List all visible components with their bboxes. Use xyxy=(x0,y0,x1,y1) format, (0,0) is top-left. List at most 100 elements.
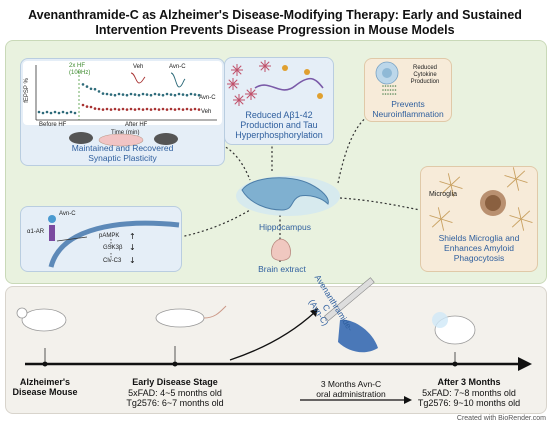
veh-point xyxy=(137,107,141,111)
avn-point xyxy=(113,93,117,97)
abeta-caption: Reduced Aβ1-42 Production and Tau Hyperp… xyxy=(225,110,333,140)
pampk-up-arrow: ↑ xyxy=(129,232,136,241)
brain-extract-label: Brain extract xyxy=(258,264,306,274)
ad-mouse-icon xyxy=(21,308,67,332)
cytokine-dot xyxy=(387,85,389,87)
cytokine-dot xyxy=(394,93,397,95)
avn-point xyxy=(165,92,169,96)
microglia-branch xyxy=(450,184,463,189)
veh-point xyxy=(125,108,129,111)
baseline-point xyxy=(37,110,41,114)
abeta-caption-line-3: Hyperphosphorylation xyxy=(235,130,323,140)
treatment-line-2: oral administration xyxy=(316,389,386,399)
microglia-branch xyxy=(509,215,522,220)
plaque-spike xyxy=(246,89,252,95)
treatment-label: 3 Months Avn-C oral administration xyxy=(292,379,410,399)
inflammation-caption-line-2: Neuroinflammation xyxy=(372,109,444,119)
microglia-branch xyxy=(440,210,451,220)
after-stage-title: After 3 Months xyxy=(437,377,501,387)
cytokine-dot xyxy=(384,89,387,91)
cytokine-line-2: Cytokine xyxy=(413,72,437,78)
after-stage-5xfad: 5xFAD: 7~8 months old xyxy=(422,387,516,398)
curved-arrow xyxy=(229,311,316,361)
microglia-branch xyxy=(515,178,520,191)
plaque-spike xyxy=(264,65,270,71)
timeline-tick-after xyxy=(452,361,458,367)
hippocampus-icon xyxy=(241,177,329,211)
avn-point xyxy=(141,92,145,96)
microglia-branch xyxy=(431,218,442,228)
cytokine-dot xyxy=(384,93,387,95)
cytokine-dot xyxy=(392,93,394,95)
title-line-2: Intervention Prevents Disease Progressio… xyxy=(95,23,455,37)
veh-point xyxy=(169,107,173,111)
signal-arrow xyxy=(56,236,88,242)
microglia-branch xyxy=(520,218,525,231)
avn-molecule-icon xyxy=(48,215,56,223)
signal-avn-label: Avn-C xyxy=(59,211,76,217)
plaque-spike xyxy=(260,61,266,67)
veh-point xyxy=(97,107,101,111)
microglia-branch xyxy=(450,176,461,186)
plaque-spike xyxy=(234,99,240,105)
baseline-point xyxy=(69,110,73,114)
cytokine-line-1: Reduced xyxy=(412,65,438,71)
ad-mouse-ear xyxy=(16,307,28,319)
veh-point xyxy=(141,108,145,111)
microglia-branch xyxy=(520,218,533,223)
plaque-spike xyxy=(260,65,266,71)
signal-gsk-label: GSK3β xyxy=(103,245,123,251)
avn-point xyxy=(121,93,125,96)
treatment-arrow-head xyxy=(404,396,412,404)
ad-mouse-label: Alzheimer's Disease Mouse xyxy=(6,377,84,397)
brain-tissue-icon xyxy=(271,238,291,261)
veh-point xyxy=(121,107,125,111)
inflammation-caption: Prevents Neuroinflammation xyxy=(365,99,451,119)
veh-series xyxy=(81,103,201,111)
plaque-spike xyxy=(232,69,238,75)
veh-point xyxy=(149,108,153,111)
microglia-branch xyxy=(515,170,526,180)
curved-arrow-head xyxy=(310,308,318,317)
baseline-point xyxy=(49,111,53,115)
avn-point xyxy=(97,90,101,93)
avn-trace-icon xyxy=(170,72,186,88)
cell-nucleus-icon xyxy=(382,68,392,78)
early-stage-tg2576: Tg2576: 6~7 months old xyxy=(126,398,224,408)
after-label: After HF xyxy=(125,122,148,128)
signal-receptor-label: α1-AR xyxy=(27,229,45,235)
veh-point xyxy=(81,103,85,107)
veh-point xyxy=(177,107,181,111)
veh-point xyxy=(181,108,185,111)
avn-point xyxy=(181,93,185,96)
hf-label-line-1: 2x HF xyxy=(69,63,86,69)
ad-mouse-label-line-1: Alzheimer's xyxy=(19,377,71,387)
avn-point xyxy=(137,93,141,97)
timeline-arrow-head xyxy=(518,357,532,371)
microglia-branch xyxy=(517,207,522,220)
microglia-branch xyxy=(515,178,528,183)
before-series xyxy=(37,110,77,115)
abeta-panel: Reduced Aβ1-42 Production and Tau Hyperp… xyxy=(224,57,334,145)
inflammation-caption-line-1: Prevents xyxy=(391,99,425,109)
microglia-branch xyxy=(504,175,517,180)
cytokine-dot xyxy=(394,89,397,91)
plaque-spike xyxy=(250,93,256,99)
hf-label: 2x HF (100Hz) xyxy=(69,63,90,77)
abeta-caption-line-2: Production and Tau xyxy=(240,120,318,130)
microglia-panel: Microglia Shields Microglia and Enhances… xyxy=(420,166,538,272)
timeline-tick-ad xyxy=(42,361,48,367)
cytokine-line-3: Production xyxy=(410,79,440,85)
microglia-caption-line-2: Enhances Amyloid xyxy=(444,243,514,253)
veh-point xyxy=(101,108,105,111)
timeline-panel xyxy=(5,286,547,414)
avn-point xyxy=(129,92,133,96)
inflammation-panel: Reduced Cytokine Production Prevents Neu… xyxy=(364,58,452,122)
cytokine-dot xyxy=(387,89,389,91)
credit-text: Created with BioRender.com xyxy=(456,415,546,422)
microglia-branch xyxy=(440,218,453,223)
avn-point xyxy=(93,87,97,91)
abeta-caption-line-1: Reduced Aβ1-42 xyxy=(245,110,313,120)
microglia-branch xyxy=(429,215,442,220)
